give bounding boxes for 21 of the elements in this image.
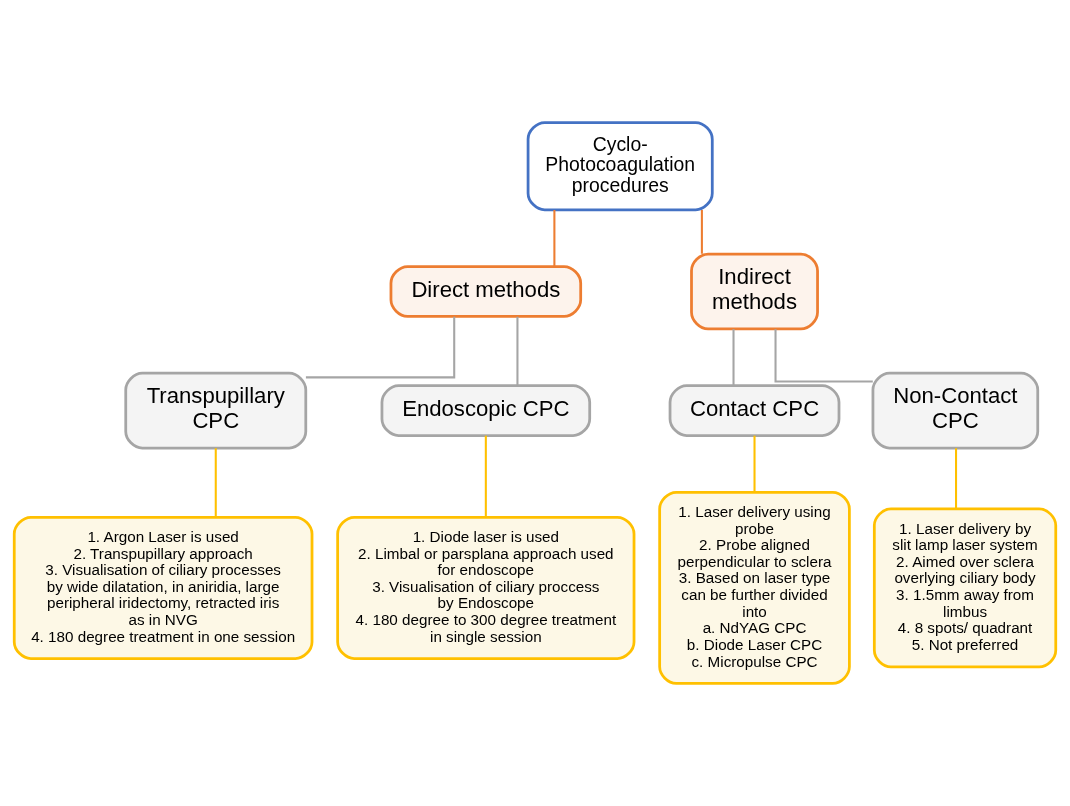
connector	[774, 329, 873, 383]
node-box: Direct methods	[389, 265, 583, 318]
node-box: 1. Argon Laser is used 2. Transpupillary approach 3. Visualisation of ciliary processes by wide dilatation, in aniridia, large peripheral iridectomy, retracted iris as in NVG 4. 180 degree treatment in one session	[12, 515, 314, 660]
node-box: Contact CPC	[668, 384, 841, 437]
connector	[700, 210, 703, 254]
connector	[484, 435, 487, 518]
connector	[214, 448, 217, 518]
node-box: Cyclo-Photocoagulation procedures	[526, 121, 714, 212]
node-box: Non-Contact CPC	[871, 371, 1040, 450]
connector	[955, 448, 958, 509]
connector	[753, 435, 756, 493]
node-box: 1. Laser delivery by slit lamp laser system 2. Aimed over sclera overlying ciliary body 3. 1.5mm away from limbus 4. 8 spots/ quadrant 5. Not preferred	[872, 507, 1058, 669]
connector	[305, 316, 456, 379]
node-box: Endoscopic CPC	[380, 384, 592, 437]
node-box: Transpupillary CPC	[124, 371, 308, 450]
node-box: 1. Laser delivery using probe 2. Probe aligned perpendicular to sclera 3. Based on laser type can be further divided into a. NdYAG CPC b. Diode Laser CPC c. Micropulse CPC	[658, 490, 851, 685]
node-box: 1. Diode laser is used 2. Limbal or parsplana approach used for endoscope 3. Visualisation of ciliary proccess by Endoscope 4. 180 degree to 300 degree treatment in single session	[336, 515, 636, 660]
connector	[553, 210, 556, 267]
connector	[732, 329, 735, 386]
node-box: Indirect methods	[690, 252, 819, 331]
connector	[516, 316, 519, 386]
